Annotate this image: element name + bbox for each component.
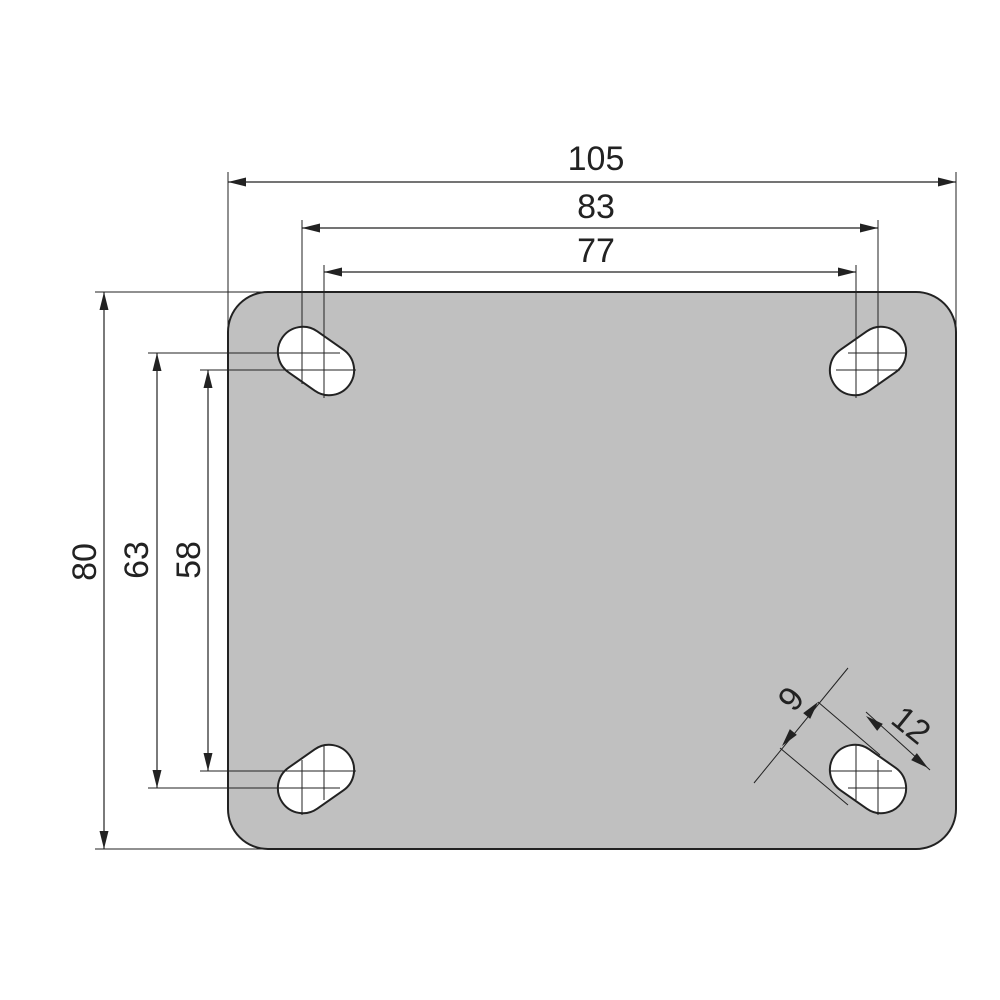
dim-hole-span-outer-label: 83 xyxy=(577,188,615,226)
slot-top-right xyxy=(828,325,908,398)
slot-bottom-right xyxy=(828,743,908,815)
dim-overall-height: 80 xyxy=(66,291,262,850)
top-plate xyxy=(227,291,957,850)
dim-hole-height-outer-label: 63 xyxy=(118,541,156,579)
dim-overall-width-label: 105 xyxy=(568,140,625,178)
slot-top-left xyxy=(276,325,356,398)
dim-overall-height-label: 80 xyxy=(66,543,104,581)
dim-hole-span-outer: 83 xyxy=(301,188,879,325)
dim-hole-height-outer: 63 xyxy=(118,352,300,789)
dim-hole-span-inner-label: 77 xyxy=(577,232,615,270)
dim-hole-span-inner: 77 xyxy=(323,232,857,342)
dim-overall-width: 105 xyxy=(227,140,957,330)
dim-hole-height-inner-label: 58 xyxy=(170,541,208,579)
dim-hole-height-inner: 58 xyxy=(170,369,320,772)
